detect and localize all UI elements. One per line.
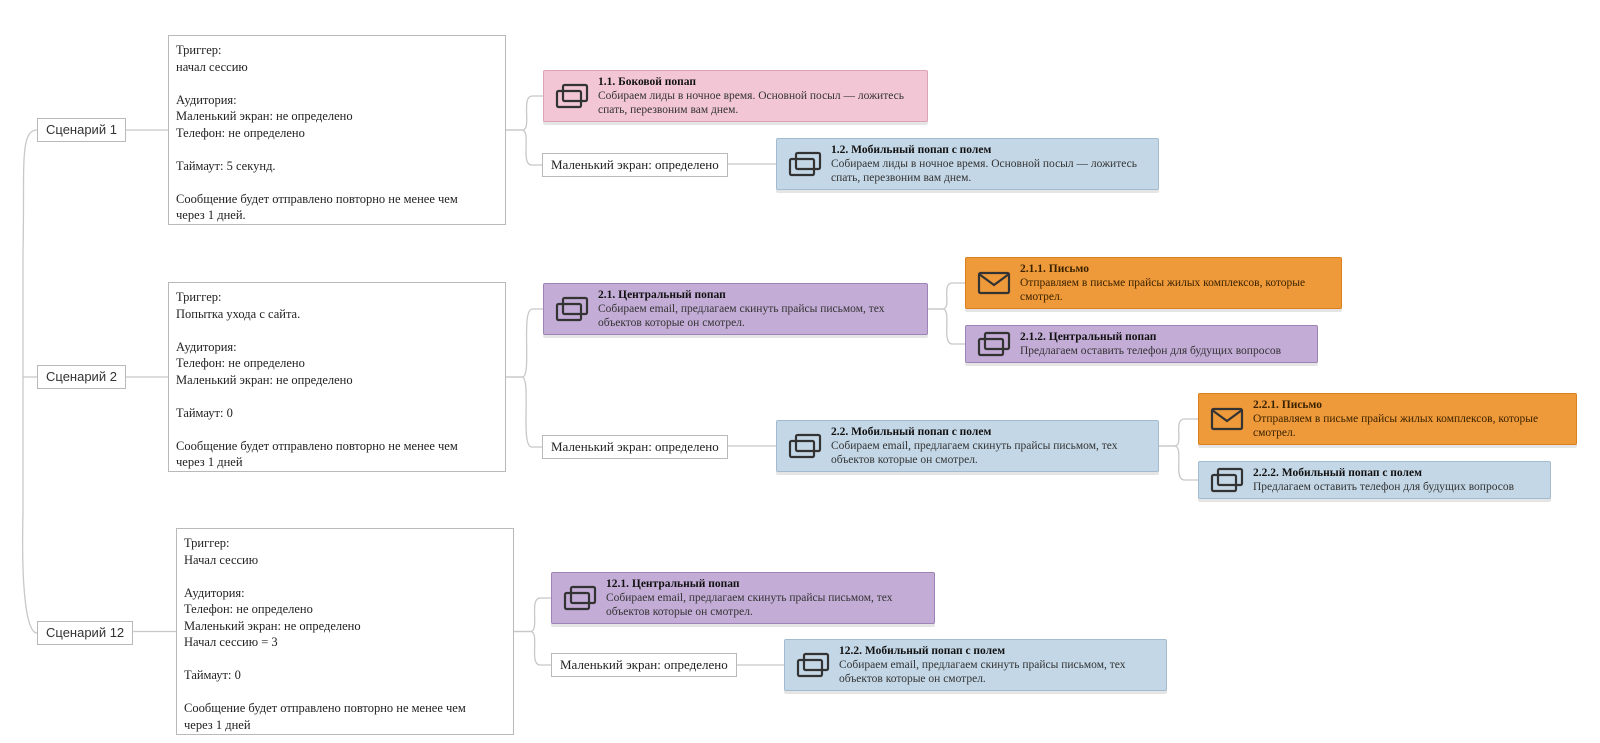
connector-line bbox=[1159, 445, 1198, 481]
scenario-12-node[interactable]: Сценарий 12 bbox=[37, 621, 134, 645]
info-line: Начал сессию bbox=[184, 552, 259, 567]
card-12-1[interactable]: 12.1. Центральный попап Собираем email, … bbox=[551, 572, 935, 624]
card-2-1[interactable]: 2.1. Центральный попап Собираем email, п… bbox=[543, 283, 928, 335]
popup-icon bbox=[1210, 467, 1244, 493]
info-line: Маленький экран: не определено bbox=[176, 372, 353, 387]
connector-line bbox=[514, 597, 551, 633]
card-title: 2.1.2. Центральный попап bbox=[1020, 331, 1157, 343]
card-1-2[interactable]: 1.2. Мобильный попап с полем Собираем ли… bbox=[776, 138, 1159, 190]
scenario-2-info: Триггер: Попытка ухода с сайта. Аудитори… bbox=[168, 282, 506, 472]
info-line: Сообщение будет отправлено повторно не м… bbox=[176, 438, 458, 453]
info-line: Сообщение будет отправлено повторно не м… bbox=[184, 701, 466, 715]
connector-line bbox=[506, 308, 543, 378]
card-description: Собираем лиды в ночное время. Основной п… bbox=[598, 90, 904, 116]
connector-line bbox=[1159, 418, 1198, 447]
card-2-1-1[interactable]: 2.1.1. Письмо Отправляем в письме прайсы… bbox=[965, 257, 1342, 309]
card-2-2-2[interactable]: 2.2.2. Мобильный попап с полем Предлагае… bbox=[1198, 461, 1551, 499]
condition-node-2[interactable]: Маленький экран: определено bbox=[542, 435, 728, 459]
connector-line bbox=[21, 129, 38, 634]
info-line: Таймаут: 0 bbox=[176, 405, 233, 420]
info-line: через 1 дней bbox=[176, 455, 243, 469]
card-title: 12.2. Мобильный попап с полем bbox=[839, 645, 1006, 657]
popup-icon bbox=[563, 585, 597, 611]
info-line: через 1 дней bbox=[184, 717, 251, 732]
info-line: Таймаут: 5 секунд. bbox=[176, 158, 276, 173]
scenario-2-node[interactable]: Сценарий 2 bbox=[37, 365, 126, 389]
envelope-icon bbox=[1210, 407, 1244, 431]
connector-line bbox=[506, 95, 543, 131]
info-line bbox=[176, 75, 498, 92]
card-2-1-2[interactable]: 2.1.2. Центральный попап Предлагаем оста… bbox=[965, 325, 1318, 363]
info-line bbox=[176, 421, 498, 438]
info-line: Телефон: не определено bbox=[176, 125, 305, 140]
card-2-2-1[interactable]: 2.2.1. Письмо Отправляем в письме прайсы… bbox=[1198, 393, 1577, 445]
scenario-12-info: Триггер: Начал сессию Аудитория: Телефон… bbox=[176, 528, 514, 735]
connector-line bbox=[514, 630, 551, 666]
card-title: 2.1. Центральный попап bbox=[598, 289, 726, 301]
scenario-1-info: Триггер: начал сессию Аудитория: Маленьк… bbox=[168, 35, 506, 225]
info-line bbox=[184, 568, 506, 585]
info-line: Триггер: bbox=[184, 536, 230, 550]
info-line bbox=[176, 388, 498, 405]
info-line: Маленький экран: не определено bbox=[176, 109, 353, 123]
card-title: 12.1. Центральный попап bbox=[606, 578, 740, 590]
info-line bbox=[184, 651, 506, 668]
info-line: Аудитория: bbox=[176, 339, 237, 354]
info-line bbox=[176, 174, 498, 191]
info-line: через 1 дней. bbox=[176, 208, 246, 222]
popup-icon bbox=[796, 652, 830, 678]
card-title: 1.1. Боковой попап bbox=[598, 76, 697, 88]
card-title: 2.2.1. Письмо bbox=[1253, 399, 1322, 411]
card-1-1[interactable]: 1.1. Боковой попап Собираем лиды в ночно… bbox=[543, 70, 928, 122]
popup-icon bbox=[555, 83, 589, 109]
card-title: 2.1.1. Письмо bbox=[1020, 263, 1089, 275]
info-line: Таймаут: 0 bbox=[184, 668, 241, 682]
condition-node-12[interactable]: Маленький экран: определено bbox=[551, 653, 737, 677]
card-description: Собираем лиды в ночное время. Основной п… bbox=[831, 158, 1137, 184]
card-description: Собираем email, предлагаем скинуть прайс… bbox=[839, 659, 1126, 685]
info-line: начал сессию bbox=[176, 59, 248, 74]
info-line bbox=[176, 322, 498, 339]
info-line: Аудитория: bbox=[184, 585, 245, 600]
info-line: Телефон: не определено bbox=[184, 602, 313, 616]
card-description: Предлагаем оставить телефон для будущих … bbox=[1253, 481, 1515, 493]
card-description: Предлагаем оставить телефон для будущих … bbox=[1020, 345, 1282, 357]
connector-line bbox=[928, 308, 965, 345]
card-title: 2.2. Мобильный попап с полем bbox=[831, 426, 992, 438]
popup-icon bbox=[977, 331, 1011, 357]
card-title: 2.2.2. Мобильный попап с полем bbox=[1253, 467, 1422, 479]
card-description: Собираем email, предлагаем скинуть прайс… bbox=[831, 440, 1118, 466]
info-line: Аудитория: bbox=[176, 92, 237, 107]
popup-icon bbox=[788, 433, 822, 459]
info-line: Маленький экран: не определено bbox=[184, 618, 361, 633]
card-2-2[interactable]: 2.2. Мобильный попап с полем Собираем em… bbox=[776, 420, 1159, 472]
info-line: Телефон: не определено bbox=[176, 356, 305, 370]
info-line: Триггер: bbox=[176, 43, 222, 57]
info-line bbox=[184, 684, 506, 701]
connector-line bbox=[506, 376, 542, 448]
condition-node-1[interactable]: Маленький экран: определено bbox=[542, 153, 728, 177]
connector-line bbox=[506, 129, 542, 166]
popup-icon bbox=[788, 151, 822, 177]
info-line: Сообщение будет отправлено повторно не м… bbox=[176, 191, 458, 206]
card-description: Отправляем в письме прайсы жилых комплек… bbox=[1020, 277, 1306, 303]
info-line: Начал сессию = 3 bbox=[184, 635, 278, 649]
card-description: Отправляем в письме прайсы жилых комплек… bbox=[1253, 413, 1539, 439]
popup-icon bbox=[555, 296, 589, 322]
card-12-2[interactable]: 12.2. Мобильный попап с полем Собираем e… bbox=[784, 639, 1167, 691]
card-title: 1.2. Мобильный попап с полем bbox=[831, 144, 992, 156]
info-line: Триггер: bbox=[176, 290, 222, 304]
envelope-icon bbox=[977, 271, 1011, 295]
info-line: Попытка ухода с сайта. bbox=[176, 306, 301, 321]
info-line bbox=[176, 141, 498, 158]
connector-line bbox=[928, 282, 965, 310]
card-description: Собираем email, предлагаем скинуть прайс… bbox=[606, 592, 893, 618]
card-description: Собираем email, предлагаем скинуть прайс… bbox=[598, 303, 885, 329]
scenario-1-node[interactable]: Сценарий 1 bbox=[37, 118, 126, 142]
